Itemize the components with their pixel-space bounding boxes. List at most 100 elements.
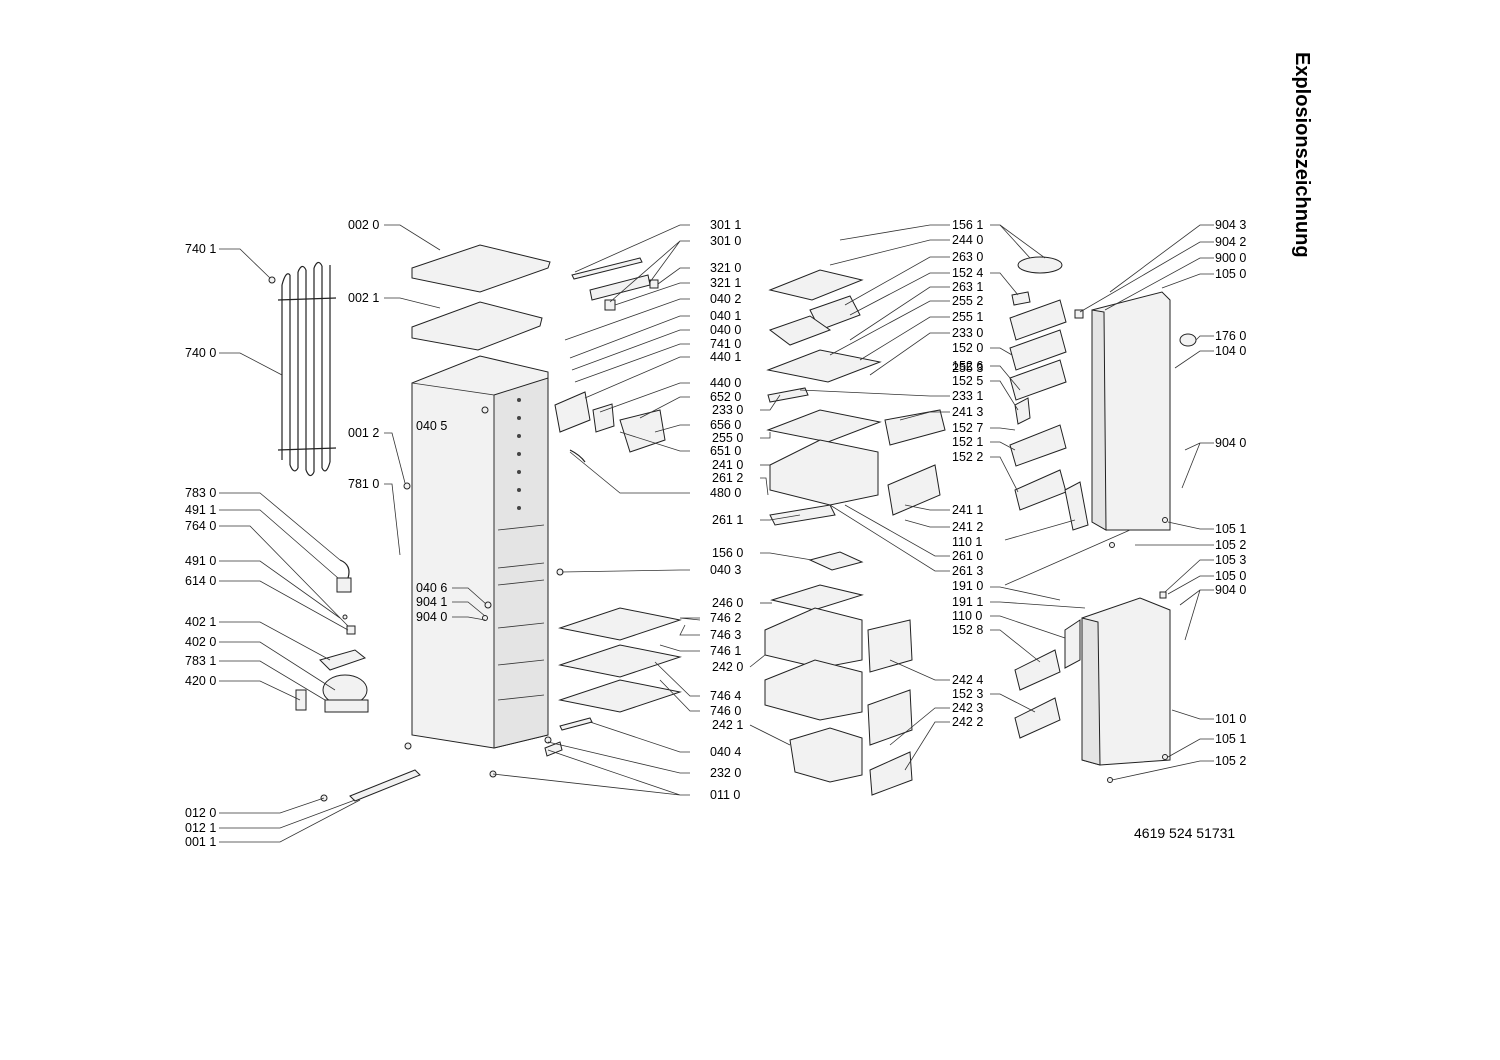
part-label: 105 1: [1215, 732, 1246, 746]
part-label: 105 2: [1215, 754, 1246, 768]
freezer-drawer-242-0b: [764, 659, 863, 721]
part-label: 040 6: [416, 581, 447, 595]
part-label: 011 0: [710, 788, 740, 802]
lower-door: [1081, 597, 1171, 766]
part-label: 746 3: [710, 628, 741, 642]
part-label: 781 0: [348, 477, 379, 491]
part-label: 040 5: [416, 419, 447, 433]
part-label: 261 0: [952, 549, 983, 563]
crisper-drawer-241-0: [769, 439, 879, 506]
part-label: 156 0: [712, 546, 743, 560]
part-label: 002 1: [348, 291, 379, 305]
part-label: 261 3: [952, 564, 983, 578]
part-label: 255 0: [712, 431, 743, 445]
top-cover-002-0: [411, 244, 551, 293]
part-label: 152 7: [952, 421, 983, 435]
part-label: 746 2: [710, 611, 741, 625]
compressor-assembly: [295, 559, 369, 713]
part-label: 241 1: [952, 503, 983, 517]
part-label: 232 0: [710, 766, 741, 780]
part-label: 651 0: [710, 444, 741, 458]
part-label: 402 0: [185, 635, 216, 649]
part-label: 904 2: [1215, 235, 1246, 249]
part-label: 746 0: [710, 704, 741, 718]
part-label: 904 0: [1215, 436, 1246, 450]
part-label: 420 0: [185, 674, 216, 688]
part-label: 242 1: [712, 718, 743, 732]
top-cover-002-1: [411, 301, 543, 351]
part-label: 233 0: [712, 403, 743, 417]
part-label: 233 0: [952, 326, 983, 340]
part-label: 241 2: [952, 520, 983, 534]
part-label: 741 0: [710, 337, 741, 351]
condenser-coil: [268, 261, 337, 477]
part-label: 176 0: [1215, 329, 1246, 343]
part-label: 242 4: [952, 673, 983, 687]
part-label: 904 0: [416, 610, 447, 624]
part-label: 040 0: [710, 323, 741, 337]
part-label: 263 1: [952, 280, 983, 294]
part-label: 040 3: [710, 563, 741, 577]
part-label: 104 0: [1215, 344, 1246, 358]
part-label: 746 1: [710, 644, 741, 658]
diagram-title: Explosionszeichnung: [1291, 52, 1313, 258]
part-label: 105 2: [1215, 538, 1246, 552]
part-label: 001 2: [348, 426, 379, 440]
part-label: 246 0: [712, 596, 743, 610]
part-label: 301 1: [710, 218, 741, 232]
part-label: 491 1: [185, 503, 216, 517]
part-drawings: [268, 244, 1197, 802]
part-label: 241 3: [952, 405, 983, 419]
part-label: 652 0: [710, 390, 741, 404]
part-label: 900 0: [1215, 251, 1246, 265]
part-label: 746 4: [710, 689, 741, 703]
part-label: 152 2: [952, 450, 983, 464]
part-label: 242 2: [952, 715, 983, 729]
part-label: 105 1: [1215, 522, 1246, 536]
part-label: 255 2: [952, 294, 983, 308]
part-label: 301 0: [710, 234, 741, 248]
part-number-labels: 740 1 740 0 002 0 002 1 001 2 781 0 040 …: [185, 218, 1246, 849]
part-label: 156 1: [952, 218, 983, 232]
part-label: 152 4: [952, 266, 983, 280]
part-label: 110 1: [952, 535, 982, 549]
cabinet: [411, 355, 549, 749]
part-label: 242 3: [952, 701, 983, 715]
part-label: 001 1: [185, 835, 216, 849]
part-label: 101 0: [1215, 712, 1246, 726]
part-label: 255 3: [952, 361, 983, 375]
part-label: 440 1: [710, 350, 741, 364]
part-label: 480 0: [710, 486, 741, 500]
part-label: 241 0: [712, 458, 743, 472]
part-label: 152 3: [952, 687, 983, 701]
part-label: 261 2: [712, 471, 743, 485]
part-label: 255 1: [952, 310, 983, 324]
leader-lines: [219, 224, 1214, 843]
part-label: 242 0: [712, 660, 743, 674]
freezer-drawer-242-1: [789, 727, 863, 783]
part-label: 904 3: [1215, 218, 1246, 232]
part-label: 740 1: [185, 242, 216, 256]
part-label: 002 0: [348, 218, 379, 232]
part-label: 152 1: [952, 435, 983, 449]
document-number: 4619 524 51731: [1134, 825, 1235, 841]
part-label: 191 1: [952, 595, 983, 609]
part-label: 105 0: [1215, 267, 1246, 281]
part-label: 783 0: [185, 486, 216, 500]
part-label: 440 0: [710, 376, 741, 390]
part-label: 783 1: [185, 654, 216, 668]
part-label: 491 0: [185, 554, 216, 568]
part-label: 040 1: [710, 309, 741, 323]
part-label: 152 0: [952, 341, 983, 355]
part-label: 321 1: [710, 276, 741, 290]
part-label: 321 0: [710, 261, 741, 275]
part-label: 233 1: [952, 389, 983, 403]
part-label: 040 4: [710, 745, 741, 759]
compressor-base-rail: [349, 769, 421, 802]
part-label: 191 0: [952, 579, 983, 593]
part-label: 040 2: [710, 292, 741, 306]
part-label: 764 0: [185, 519, 216, 533]
part-label: 614 0: [185, 574, 216, 588]
part-label: 740 0: [185, 346, 216, 360]
